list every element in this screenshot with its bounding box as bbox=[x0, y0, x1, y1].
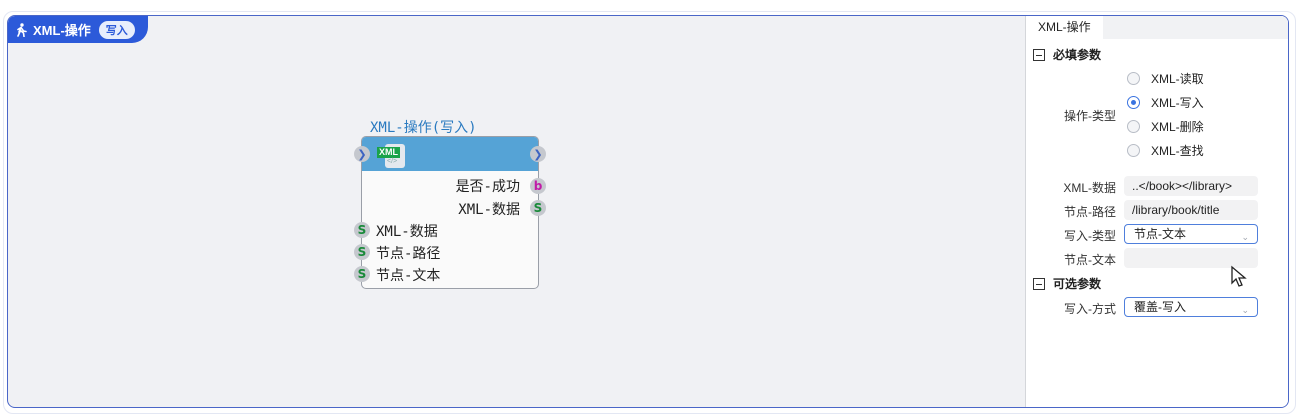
radio-circle-icon bbox=[1127, 72, 1140, 85]
workflow-title-pill[interactable]: XML-操作 写入 bbox=[8, 16, 148, 43]
xml-data-label: XML-数据 bbox=[1063, 181, 1116, 195]
node-path-field[interactable]: /library/book/title bbox=[1124, 200, 1258, 220]
radio-xml-delete[interactable]: XML-删除 bbox=[1127, 118, 1204, 135]
radio-xml-find[interactable]: XML-查找 bbox=[1127, 142, 1204, 159]
mode-badge: 写入 bbox=[98, 20, 135, 39]
exec-in-port[interactable]: ❯ bbox=[354, 146, 370, 162]
input-node-text-label: 节点-文本 bbox=[376, 268, 441, 284]
outer-border bbox=[3, 11, 1296, 414]
input-xml-data-port[interactable]: S bbox=[354, 222, 370, 238]
xml-file-icon: XML </> bbox=[377, 142, 405, 168]
workflow-title: XML-操作 bbox=[33, 23, 91, 38]
xml-data-field[interactable]: ..</book></library> bbox=[1124, 176, 1258, 196]
chevron-down-icon: ⌄ bbox=[1241, 232, 1249, 242]
op-type-label: 操作-类型 bbox=[1064, 109, 1116, 123]
xml-operation-node[interactable]: XML </> ❯ ❯ 是否-成功 b XML-数据 S S XML-数据 S … bbox=[354, 136, 546, 289]
output-xml-data-label: XML-数据 bbox=[458, 202, 520, 218]
node-title: XML-操作(写入) bbox=[370, 120, 477, 136]
node-header[interactable]: XML </> bbox=[362, 137, 538, 171]
write-mode-label: 写入-方式 bbox=[1064, 302, 1116, 316]
required-section-toggle[interactable]: 必填参数 bbox=[1033, 46, 1101, 63]
chevron-down-icon: ⌄ bbox=[1241, 305, 1249, 315]
collapse-icon[interactable] bbox=[1033, 48, 1045, 61]
properties-panel: XML-操作 必填参数 操作-类型 XML-读取 XML-写入 XML-删除 X… bbox=[1025, 16, 1288, 407]
node-text-label: 节点-文本 bbox=[1064, 253, 1116, 267]
node-text-field[interactable] bbox=[1124, 248, 1258, 268]
tab-xml-operation[interactable]: XML-操作 bbox=[1026, 16, 1103, 39]
mouse-cursor-icon bbox=[1231, 265, 1247, 287]
walk-icon bbox=[17, 22, 27, 37]
input-node-path-port[interactable]: S bbox=[354, 244, 370, 260]
node-path-label: 节点-路径 bbox=[1064, 205, 1116, 219]
radio-xml-write[interactable]: XML-写入 bbox=[1127, 94, 1204, 111]
collapse-icon[interactable] bbox=[1033, 277, 1045, 290]
radio-circle-icon bbox=[1127, 144, 1140, 157]
write-mode-select[interactable]: 覆盖-写入⌄ bbox=[1124, 297, 1258, 317]
input-xml-data-label: XML-数据 bbox=[376, 224, 438, 240]
output-success-label: 是否-成功 bbox=[455, 179, 520, 195]
optional-section-title: 可选参数 bbox=[1053, 277, 1102, 291]
workflow-frame: XML-操作 写入 XML-操作(写入) XML </> ❯ ❯ 是否-成功 b… bbox=[7, 15, 1289, 408]
exec-out-port[interactable]: ❯ bbox=[530, 146, 546, 162]
output-success-port[interactable]: b bbox=[530, 178, 546, 194]
input-node-text-port[interactable]: S bbox=[354, 266, 370, 282]
write-type-select[interactable]: 节点-文本⌄ bbox=[1124, 224, 1258, 244]
radio-xml-read[interactable]: XML-读取 bbox=[1127, 70, 1204, 87]
output-xml-data-port[interactable]: S bbox=[530, 200, 546, 216]
radio-circle-icon bbox=[1127, 120, 1140, 133]
required-section-title: 必填参数 bbox=[1053, 48, 1102, 62]
optional-section-toggle[interactable]: 可选参数 bbox=[1033, 275, 1101, 292]
input-node-path-label: 节点-路径 bbox=[376, 246, 441, 262]
radio-selected-icon bbox=[1127, 96, 1140, 109]
write-type-label: 写入-类型 bbox=[1064, 229, 1116, 243]
